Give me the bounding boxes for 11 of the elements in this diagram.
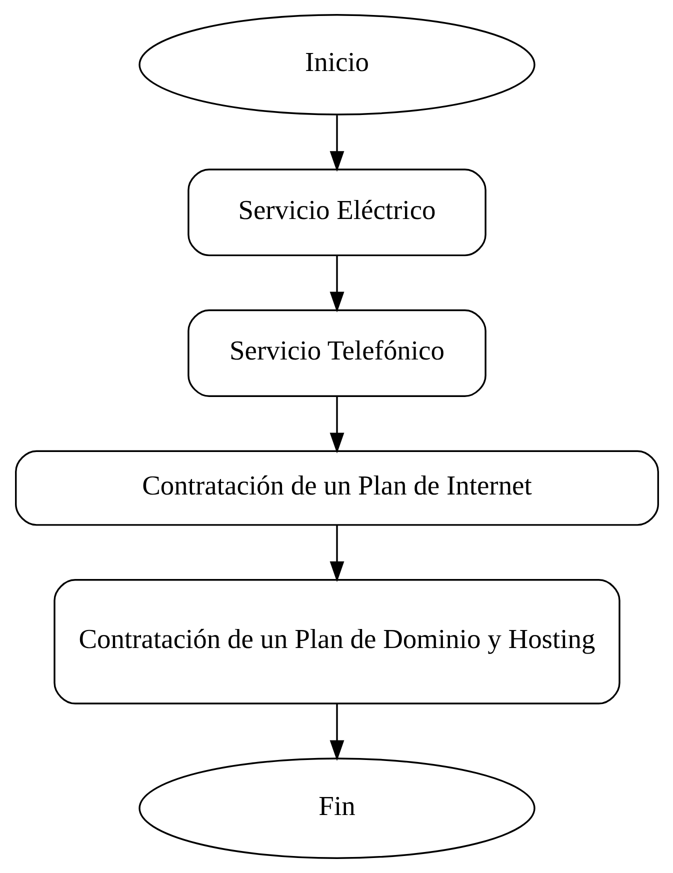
arrow [329,115,344,172]
node-ellipse: Fin [138,758,535,859]
arrow [329,525,344,582]
node-box: Servicio Eléctrico [187,168,486,256]
node-ellipse: Inicio [138,14,535,116]
node-box: Contratación de un Plan de Internet [14,450,658,526]
arrow [329,704,344,761]
arrow [329,396,344,454]
node-box: Contratación de un Plan de Dominio y Hosting [53,579,620,704]
arrow [329,255,344,312]
node-box: Servicio Telefónico [187,309,486,397]
